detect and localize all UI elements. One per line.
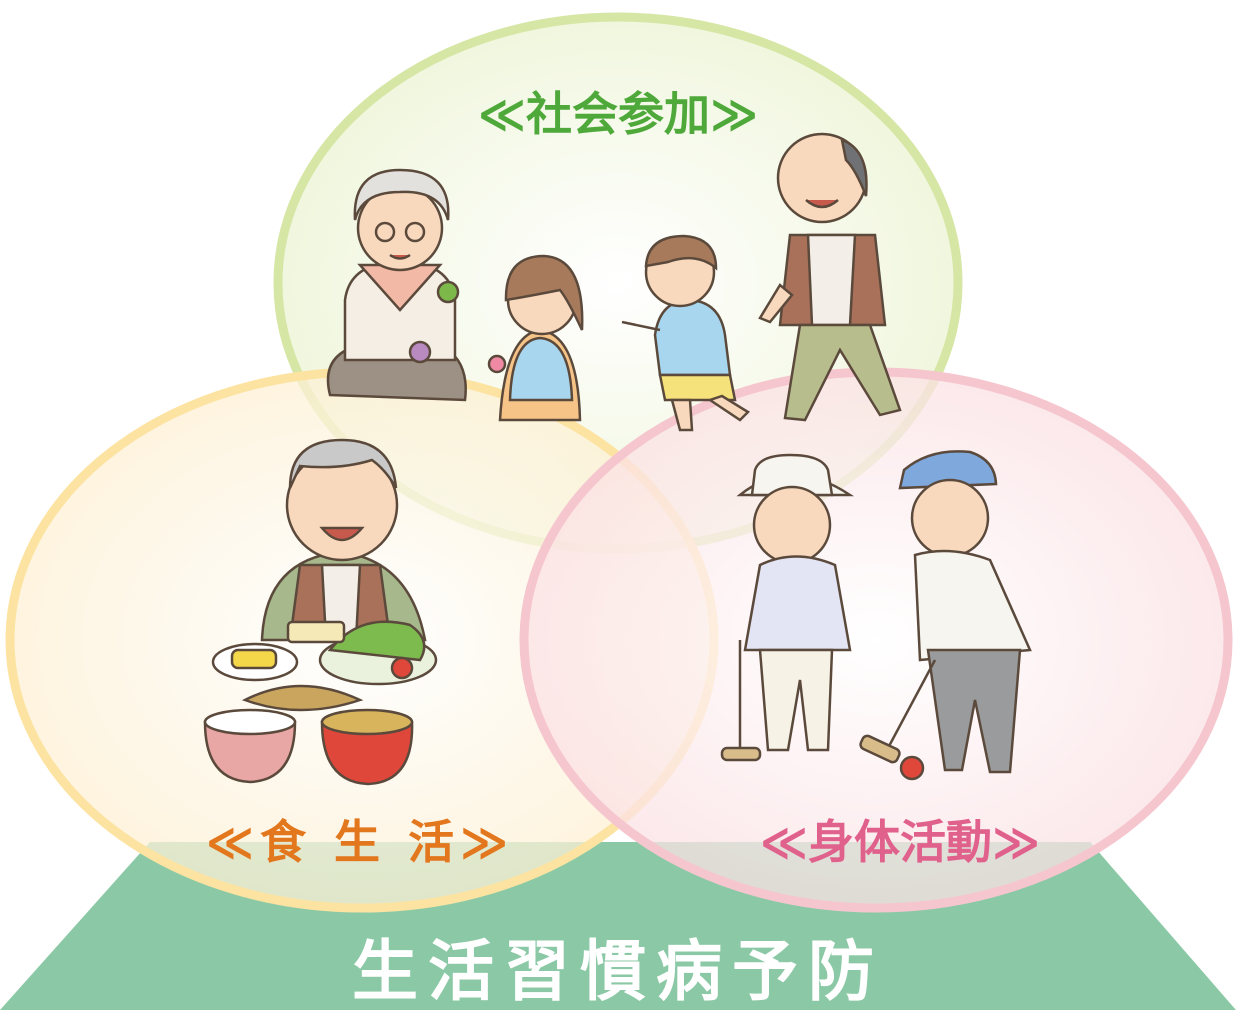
social-participation-label: ≪社会参加≫ — [477, 87, 759, 141]
man-playing-gateball-icon — [859, 450, 1032, 781]
physical-activity-label: ≪身体活動≫ — [759, 815, 1041, 869]
grandmother-icon — [326, 168, 467, 402]
girl-icon — [487, 254, 584, 422]
woman-with-cane-icon — [720, 453, 855, 762]
boy-icon — [621, 234, 751, 432]
elderly-man-eating-icon — [260, 438, 427, 642]
diet-label: ≪食 生 活≫ — [205, 815, 515, 869]
lifestyle-disease-prevention-label: 生活習慣病予防 — [352, 933, 884, 1010]
grandfather-icon — [758, 132, 902, 422]
meal-tray-icon — [203, 620, 438, 786]
